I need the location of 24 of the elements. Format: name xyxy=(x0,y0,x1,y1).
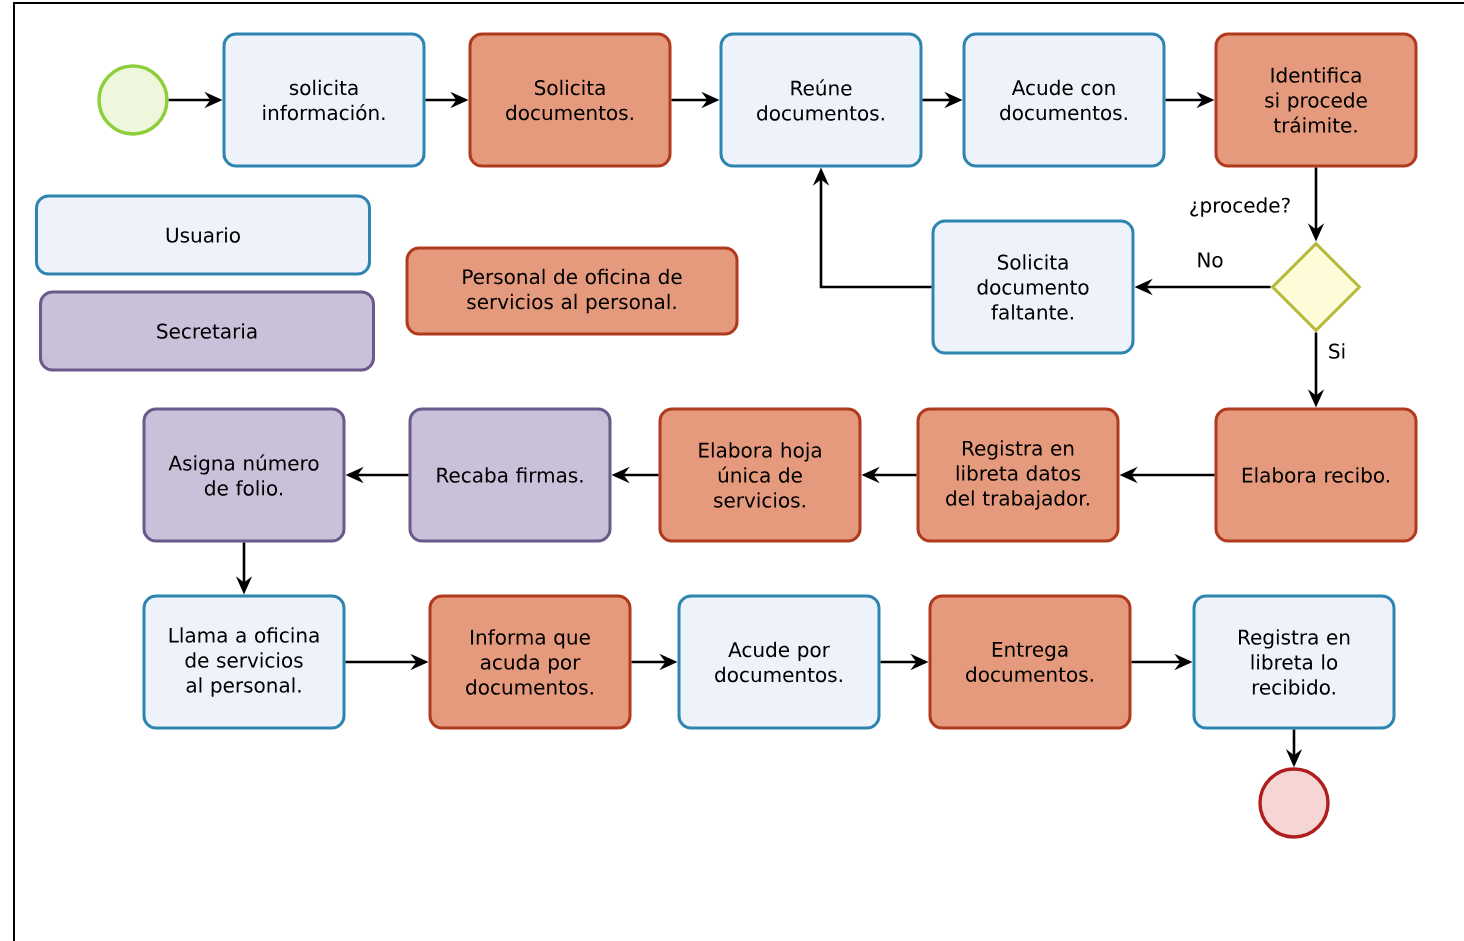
process-box: Solicita documento faltante. xyxy=(931,219,1135,355)
process-box: Informa que acuda por documentos. xyxy=(428,594,632,730)
process-box: Elabora hoja única de servicios. xyxy=(658,407,862,543)
process-box: Llama a oficina de servicios al personal. xyxy=(142,594,346,730)
process-box: Acude por documentos. xyxy=(677,594,881,730)
process-box: solicita información. xyxy=(222,32,426,168)
process-box: Registra en libreta datos del trabajador. xyxy=(916,407,1120,543)
edge-label: Si xyxy=(1325,341,1349,361)
process-box: Registra en libreta lo recibido. xyxy=(1192,594,1396,730)
process-box: Asigna número de folio. xyxy=(142,407,346,543)
process-box: Identifica si procede tráimite. xyxy=(1214,32,1418,168)
edge-label: No xyxy=(1194,250,1226,270)
process-box: Reúne documentos. xyxy=(719,32,923,168)
legend-box: Secretaria xyxy=(39,290,375,372)
event-circle xyxy=(97,64,169,136)
process-box: Elabora recibo. xyxy=(1214,407,1418,543)
event-circle xyxy=(1258,767,1330,839)
process-box: Acude con documentos. xyxy=(962,32,1166,168)
edge-label: ¿procede? xyxy=(1186,195,1294,219)
process-box: Entrega documentos. xyxy=(928,594,1132,730)
process-box: Recaba firmas. xyxy=(408,407,612,543)
legend-box: Usuario xyxy=(35,194,371,276)
process-box: Solicita documentos. xyxy=(468,32,672,168)
legend-box: Personal de oficina de servicios al personal. xyxy=(405,246,739,336)
